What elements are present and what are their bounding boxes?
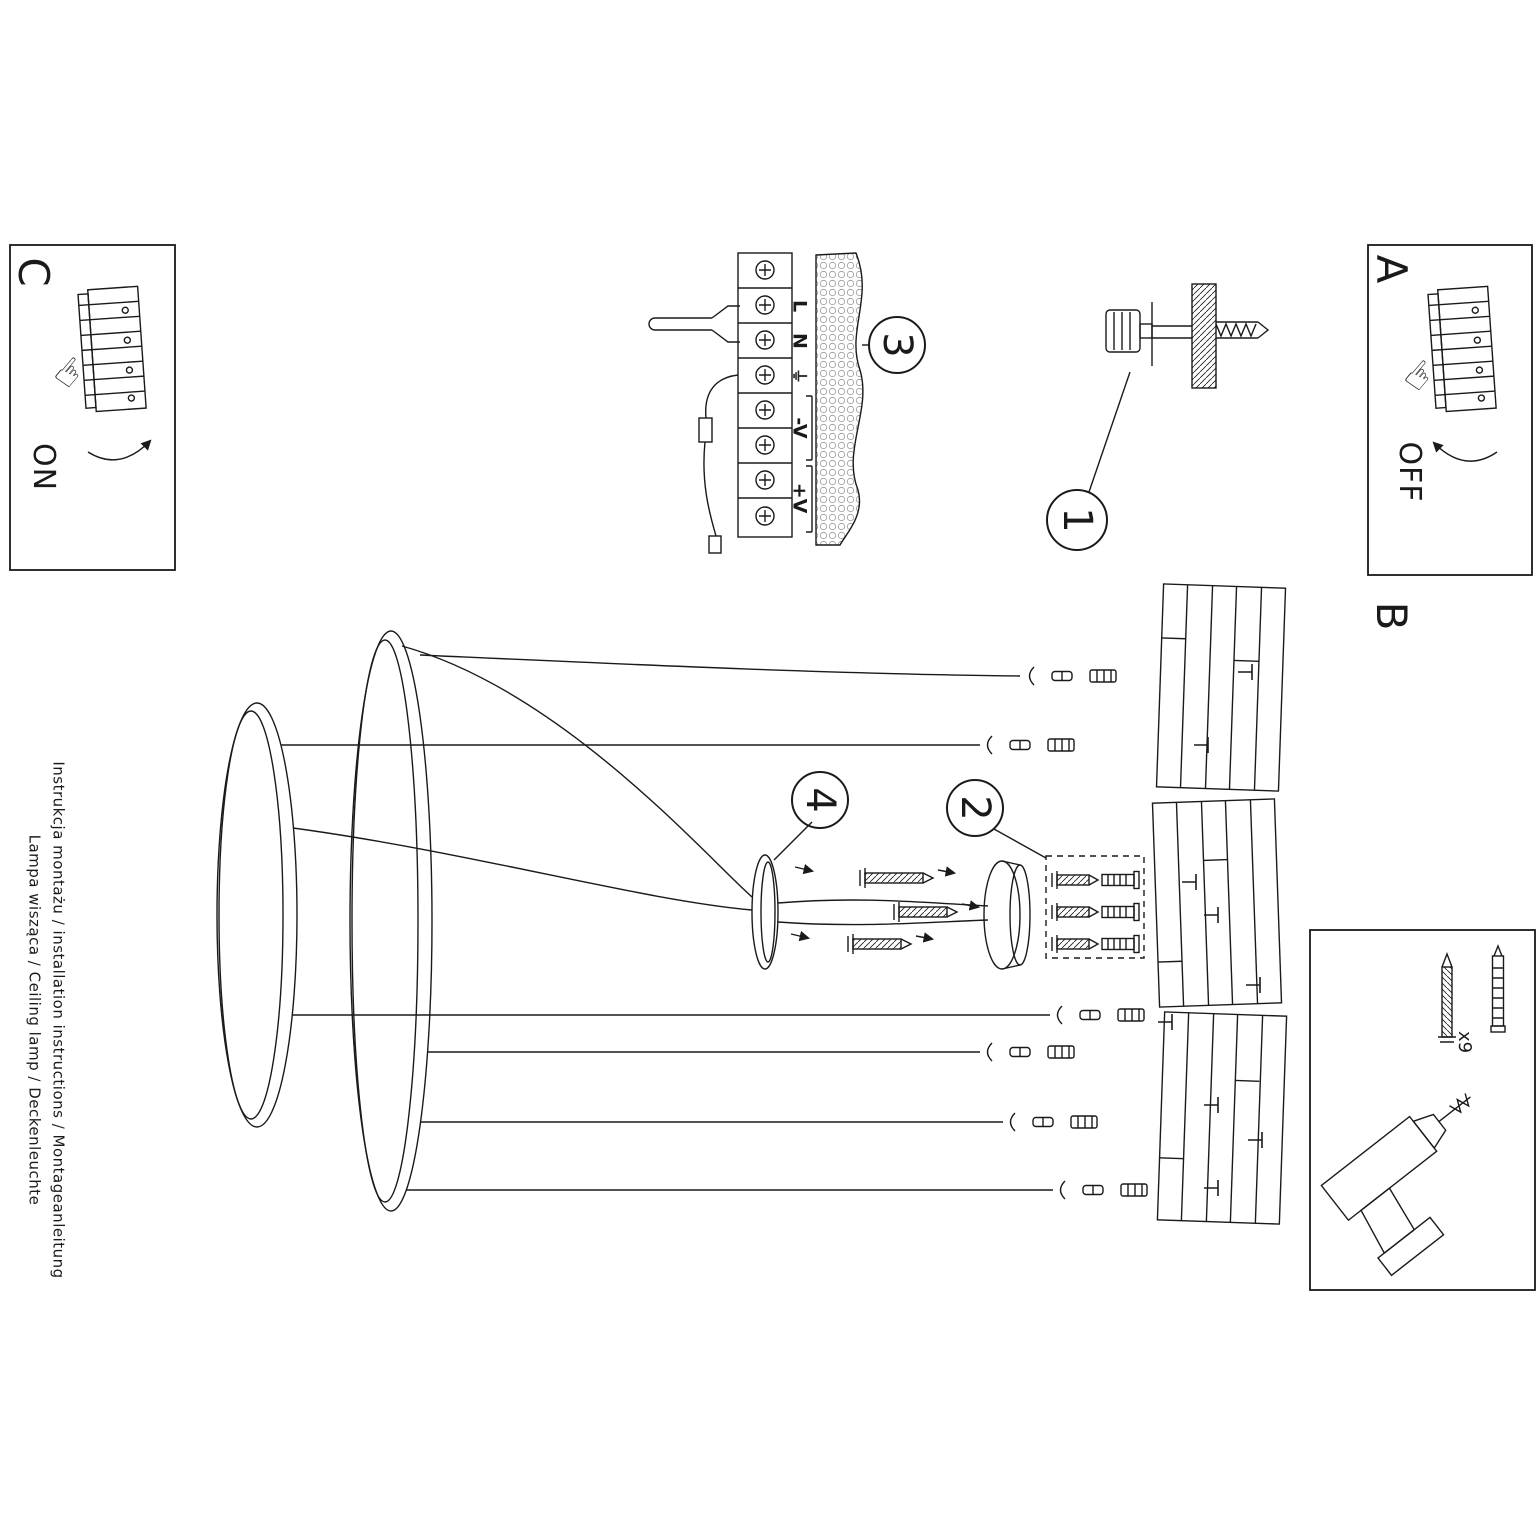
terminal-connector-icon (77, 285, 147, 413)
suspension-cable (428, 1042, 1075, 1062)
mains-cable-fork (648, 305, 740, 343)
panel-a-box (1367, 244, 1533, 576)
screw-icon (893, 902, 959, 922)
ceiling-planks (1151, 583, 1288, 1225)
anchor-set-detail (1045, 855, 1145, 959)
terminal-wires (698, 374, 739, 554)
panel-c-box (9, 244, 176, 571)
assembly-arrow-icon (794, 863, 815, 875)
instructions-title: Instrukcja montażu / installation instru… (49, 761, 68, 1279)
suspension-cable (406, 1180, 1148, 1200)
anchor-count-label: x9 (1454, 1030, 1475, 1054)
screw-plug-row (1051, 870, 1140, 890)
screw-plug-row (1051, 902, 1140, 922)
off-label: OFF (1392, 441, 1427, 503)
step-4-number: 4 (797, 787, 843, 813)
suspension-cable (421, 1112, 1098, 1132)
suspension-cable (281, 735, 1075, 755)
wall-plug-icon (1490, 944, 1506, 1033)
earth-ground-icon: ⏚ (790, 367, 809, 385)
step-3-number: 3 (874, 332, 920, 358)
wall-anchor-detail (1105, 283, 1270, 389)
rotate-arrow-on-icon (87, 439, 152, 461)
terminal-screws (755, 260, 775, 526)
drill-icon (1320, 1093, 1471, 1277)
step-1-circle (1046, 489, 1108, 551)
insulation-mesh (815, 252, 864, 546)
rotate-arrow-off-icon (1432, 441, 1498, 462)
terminal-label-neutral: N (788, 333, 811, 349)
suspension-cable (419, 654, 1117, 686)
section-c-label: C (9, 257, 58, 287)
terminal-connector-icon (1427, 285, 1497, 413)
terminal-label-live: L (788, 299, 811, 313)
mounting-screws (790, 863, 981, 954)
terminal-block-diagram (648, 252, 864, 554)
product-title: Lampa wisząca / Ceiling lamp / Deckenleu… (25, 834, 44, 1206)
step-markers (773, 316, 1108, 861)
v-plus-bracket (806, 465, 813, 533)
ring-small (216, 702, 298, 1128)
mounted-screws (1158, 664, 1263, 1196)
canopy (983, 860, 1031, 970)
step-2-circle (946, 779, 1004, 837)
step-1-number: 1 (1054, 507, 1100, 533)
screw-icon (1438, 952, 1456, 1043)
cord-cup (751, 854, 779, 970)
step4-pointer (773, 821, 813, 861)
hardware-kit-box (1309, 929, 1536, 1291)
assembly-arrow-icon (915, 932, 935, 943)
suspension-cables (281, 654, 1148, 1200)
screw-icon (847, 934, 913, 954)
step1-pointer (1088, 371, 1131, 493)
section-b-label: B (1367, 601, 1416, 631)
assembly-arrow-icon (961, 900, 981, 911)
screw-plug-row (1051, 934, 1140, 954)
section-a-label: A (1367, 254, 1416, 284)
suspension-cable (292, 1005, 1145, 1025)
screw-icon (859, 868, 935, 888)
ring-large (349, 630, 433, 1212)
step2-pointer (993, 828, 1047, 859)
step-2-number: 2 (952, 795, 998, 821)
terminal-label-v-minus: -V (788, 417, 811, 439)
assembly-arrow-icon (790, 930, 811, 942)
on-label: ON (26, 442, 61, 492)
v-minus-bracket (806, 395, 813, 461)
terminal-label-v-plus: +V (788, 482, 811, 514)
step-4-circle (791, 771, 849, 829)
assembly-arrow-icon (937, 866, 957, 877)
